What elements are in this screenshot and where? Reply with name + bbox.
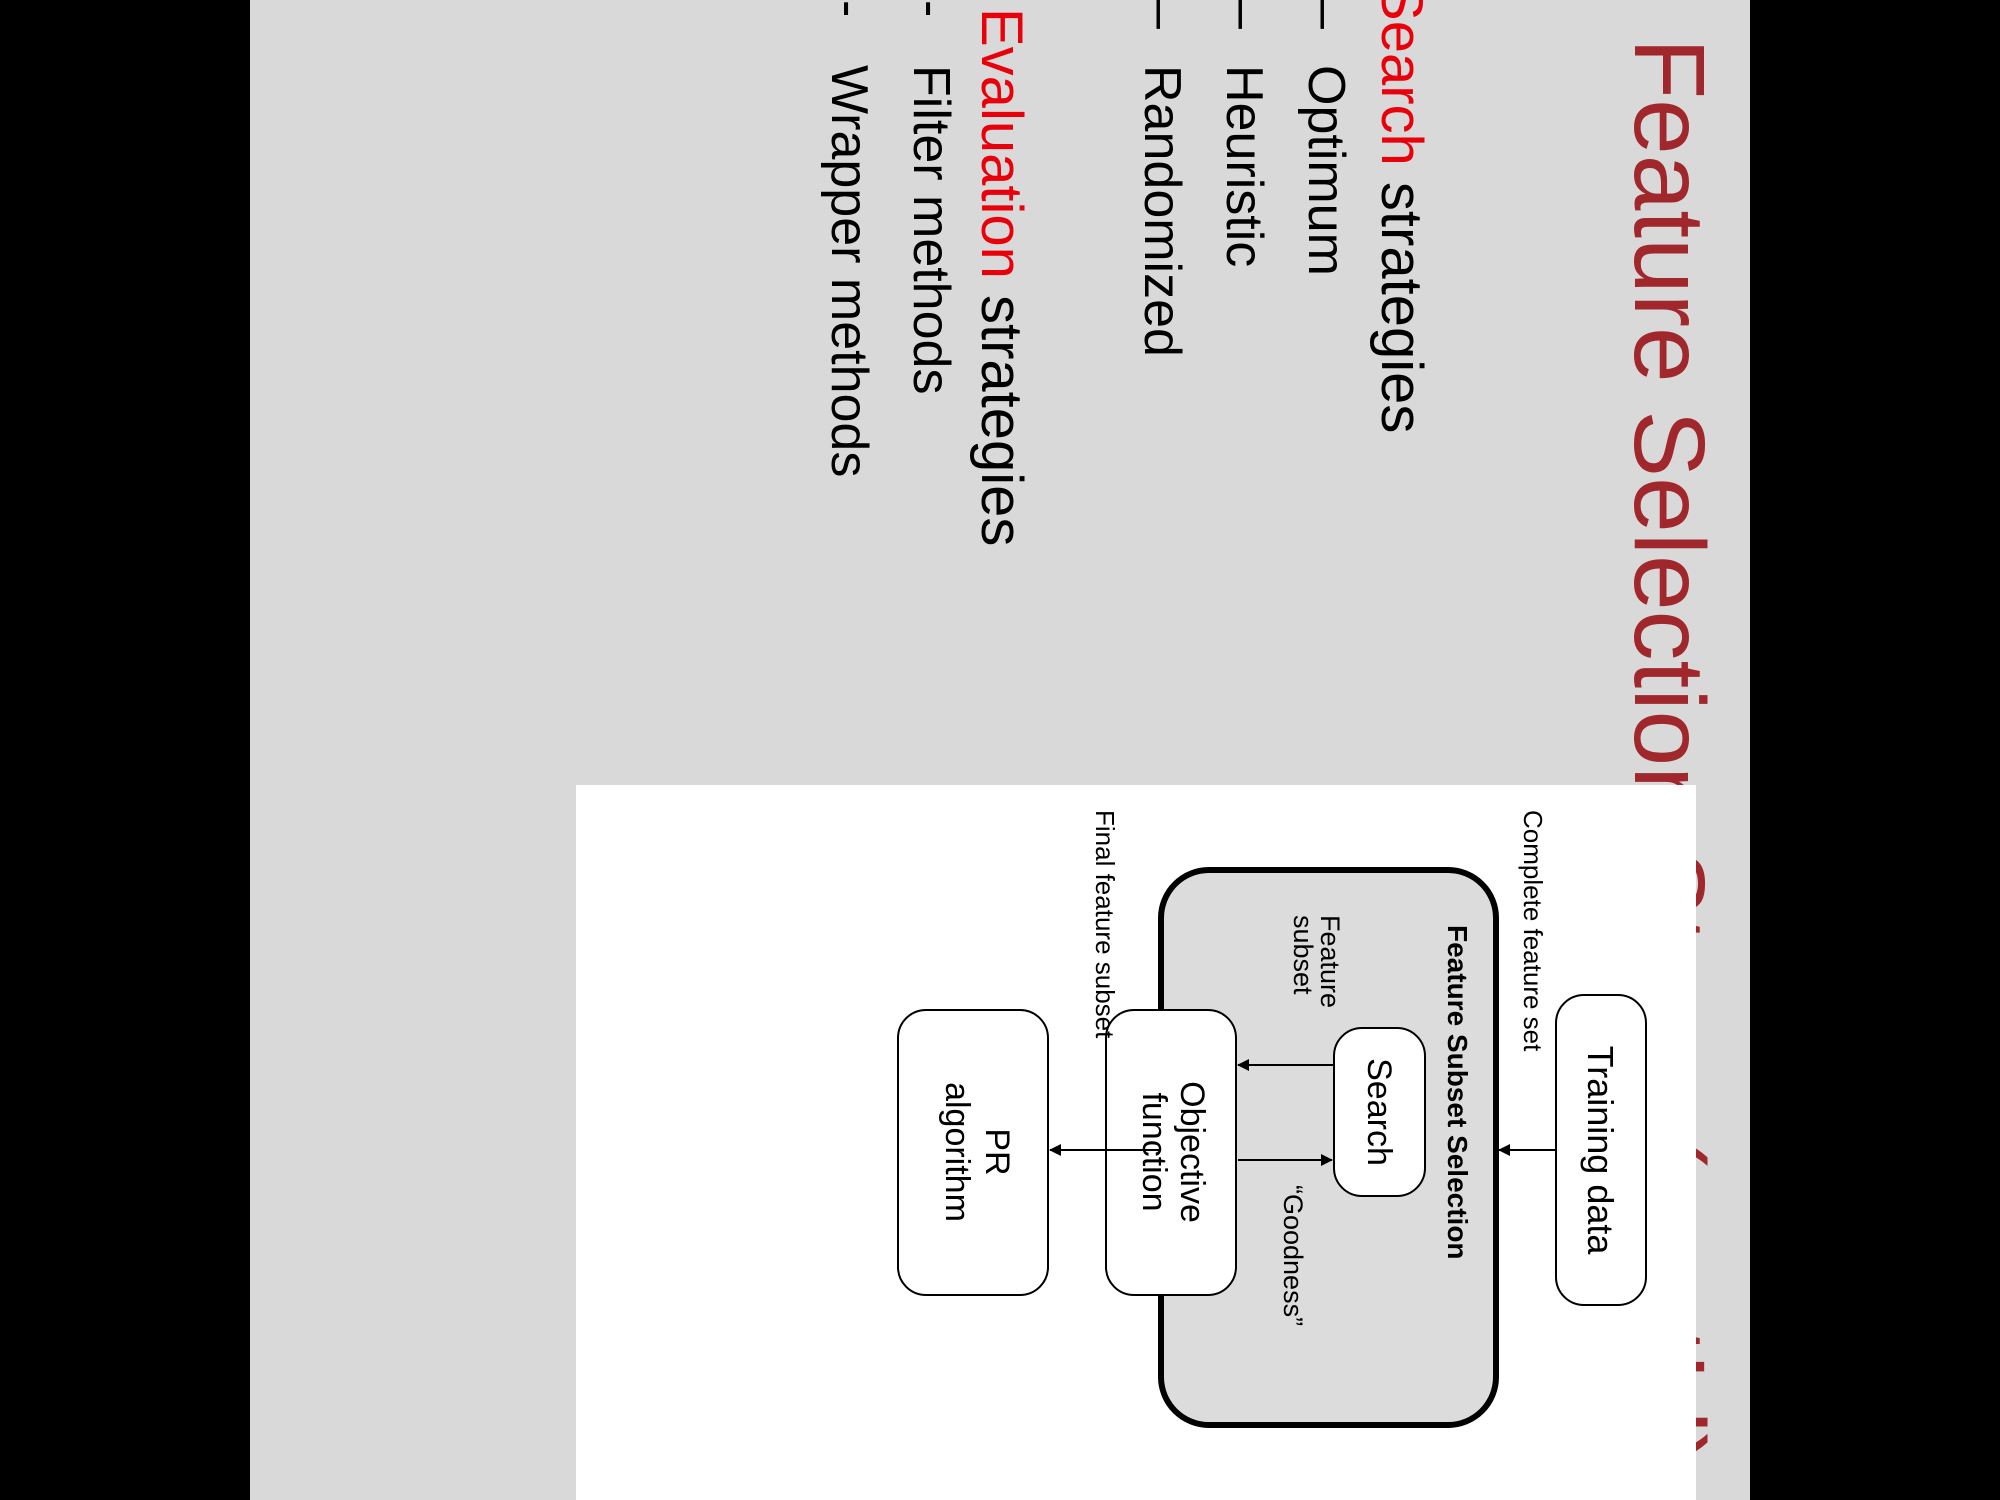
evaluation-item-filter: Filter methods — [902, 65, 960, 395]
diagram-svg: Training data Complete feature set Featu… — [897, 810, 1647, 1428]
objective-function-label-line2: function — [1135, 1092, 1173, 1211]
search-item-heuristic: Heuristic — [1215, 65, 1273, 268]
objective-function-label-line1: Objective — [1173, 1081, 1211, 1223]
evaluation-item-wrapper: Wrapper methods — [820, 65, 878, 478]
pr-algorithm-label-line1: PR — [978, 1128, 1016, 1175]
training-data-label: Training data — [1580, 1046, 1621, 1256]
search-keyword-first-letter: S — [1369, 0, 1434, 21]
search-box-label: Search — [1360, 1058, 1398, 1166]
final-feature-subset-label: Final feature subset — [1090, 810, 1120, 1039]
evaluation-keyword: Evaluation — [969, 8, 1034, 279]
bullet-dash: – — [1215, 0, 1273, 29]
search-heading-suffix: strategies — [1369, 165, 1434, 434]
objective-function-box — [1105, 1009, 1237, 1296]
bullet-dash: - — [820, 0, 878, 18]
bullet-dash: - — [902, 0, 960, 18]
slide-content-rotated: Feature Selection Steps (cont’d) Search … — [250, 0, 1750, 1500]
feature-subset-label-line2: subset — [1288, 915, 1318, 995]
slide: Feature Selection Steps (cont’d) Search … — [250, 0, 1750, 1500]
bullet-dash: – — [1297, 0, 1355, 29]
feature-subset-selection-title: Feature Subset Selection — [1442, 925, 1473, 1260]
feature-selection-diagram: Training data Complete feature set Featu… — [576, 785, 1696, 1500]
bullet-dash: – — [1133, 0, 1191, 29]
search-box — [1333, 1027, 1426, 1197]
complete-feature-set-label: Complete feature set — [1518, 810, 1548, 1052]
pr-algorithm-label-line2: algorithm — [938, 1082, 976, 1222]
goodness-label: “Goodness” — [1278, 1185, 1308, 1326]
evaluation-strategies-heading: Evaluation strategies — [969, 8, 1034, 546]
search-keyword: earch — [1369, 20, 1434, 166]
evaluation-heading-suffix: strategies — [969, 278, 1034, 547]
feature-subset-label-line1: Feature — [1315, 915, 1345, 1008]
search-item-randomized: Randomized — [1133, 65, 1191, 357]
search-strategies-heading: Search strategies — [1369, 0, 1434, 433]
search-item-optimum: Optimum — [1297, 65, 1355, 276]
pr-algorithm-box — [897, 1009, 1049, 1296]
